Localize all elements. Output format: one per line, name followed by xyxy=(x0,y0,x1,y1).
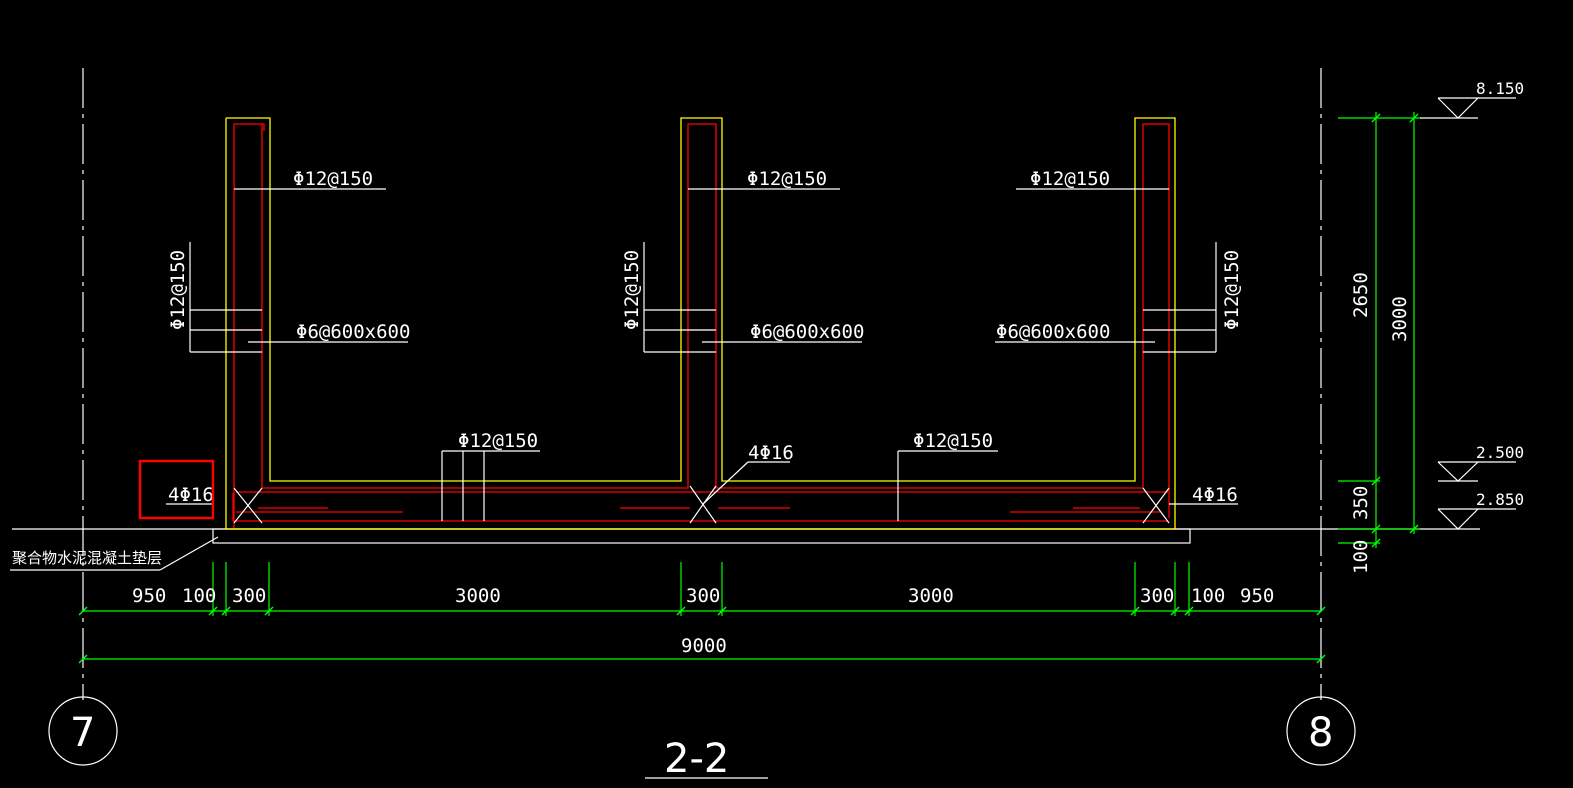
dim-v-slab: 350 xyxy=(1350,486,1372,520)
dim-h-8: 950 xyxy=(1240,585,1274,607)
label-slab-right: Φ12@150 xyxy=(913,430,993,452)
cushion-label: 聚合物水泥混凝土垫层 xyxy=(12,549,162,567)
label-tie-right: Φ6@600x600 xyxy=(996,321,1110,343)
dim-lines-horizontal xyxy=(78,562,1326,664)
label-wall-left-horiz: Φ12@150 xyxy=(293,168,373,190)
elevation-bottom: 2.850 xyxy=(1476,490,1524,509)
dim-lines-vertical xyxy=(1338,112,1420,548)
corner-crosses xyxy=(233,485,1170,524)
label-slab-left: Φ12@150 xyxy=(458,430,538,452)
highlight-box[interactable] xyxy=(138,459,215,520)
label-corner-mid: 4Φ16 xyxy=(748,442,794,464)
elevation-mark-top xyxy=(1420,97,1516,119)
elevation-mark-mid xyxy=(1437,461,1516,482)
axis-bubble-7 xyxy=(48,696,118,766)
cushion-leader xyxy=(159,536,219,571)
rebar-group xyxy=(232,123,1170,528)
label-tie-mid: Φ6@600x600 xyxy=(750,321,864,343)
dim-h-6: 300 xyxy=(1140,585,1174,607)
dim-h-3: 3000 xyxy=(455,585,501,607)
dim-h-4: 300 xyxy=(686,585,720,607)
leader-wall-mid-vert xyxy=(643,242,716,353)
axis-label-7: 7 xyxy=(70,710,95,756)
axis-label-8: 8 xyxy=(1308,710,1333,756)
dim-h-2: 300 xyxy=(232,585,266,607)
label-corner-left: 4Φ16 xyxy=(168,484,214,506)
label-wall-right-horiz: Φ12@150 xyxy=(1030,168,1110,190)
leader-wall-left-vert xyxy=(189,242,262,353)
dim-h-1: 100 xyxy=(182,585,216,607)
leader-corner-mid xyxy=(702,461,749,505)
label-wall-right-vert: Φ12@150 xyxy=(1221,250,1243,330)
elevation-top: 8.150 xyxy=(1476,79,1524,98)
concrete-outline xyxy=(225,117,1176,530)
label-wall-mid-vert: Φ12@150 xyxy=(621,250,643,330)
elevation-mark-bottom xyxy=(1437,508,1516,530)
dim-v-overall: 3000 xyxy=(1389,296,1411,342)
dim-total: 9000 xyxy=(681,635,727,657)
cushion-layer xyxy=(212,528,1191,544)
dim-h-0: 950 xyxy=(132,585,166,607)
axis-bubble-8 xyxy=(1286,696,1356,766)
dim-v-cushion: 100 xyxy=(1350,540,1372,574)
section-title: 2-2 xyxy=(664,736,729,782)
label-corner-right: 4Φ16 xyxy=(1192,484,1238,506)
dim-v-wall: 2650 xyxy=(1350,272,1372,318)
dim-h-7: 100 xyxy=(1191,585,1225,607)
label-tie-left: Φ6@600x600 xyxy=(296,321,410,343)
dim-h-5: 3000 xyxy=(908,585,954,607)
elevation-mid: 2.500 xyxy=(1476,443,1524,462)
label-wall-left-vert: Φ12@150 xyxy=(167,250,189,330)
slab-bar-marks xyxy=(441,450,998,521)
leader-wall-right-vert xyxy=(1143,242,1217,353)
label-wall-mid-horiz: Φ12@150 xyxy=(747,168,827,190)
